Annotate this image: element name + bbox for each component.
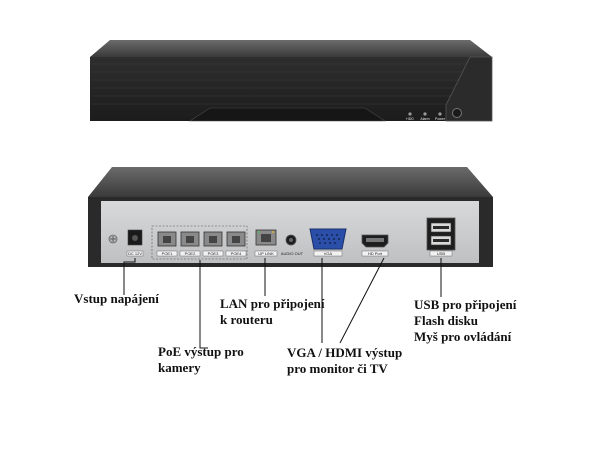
usb-callout-line1: USB pro připojení [414, 297, 517, 312]
poe1-label: POE1 [162, 251, 173, 256]
front-notch [188, 107, 387, 122]
nvr-rear-view: DC 12V POE1 POE2 POE3 POE4 UP LINK AU [88, 167, 493, 267]
poe-ports [157, 231, 246, 247]
front-top-surface [90, 40, 492, 57]
front-texture [92, 63, 470, 105]
poe-callout: PoE výstup pro kamery [158, 344, 244, 376]
poe3-label: POE3 [208, 251, 219, 256]
video-output-callout: VGA / HDMI výstup pro monitor či TV [287, 345, 402, 377]
audio-out-label: AUDIO OUT [281, 251, 304, 256]
poe-port-group [151, 225, 248, 260]
poe2-label: POE2 [185, 251, 196, 256]
usb-label: USB [437, 251, 446, 256]
lan-callout-line1: LAN pro připojení [220, 296, 325, 311]
dc-port-label-box [126, 250, 144, 257]
power-input-callout: Vstup napájení [74, 291, 159, 306]
video-callout-line1: VGA / HDMI výstup [287, 345, 403, 360]
rear-top-surface [88, 167, 493, 197]
alarm-indicator-label: Alarm [420, 117, 429, 121]
vga-port-icon [309, 228, 347, 250]
vga-label: VGA [324, 251, 333, 256]
uplink-label: UP LINK [258, 251, 274, 256]
hdd-led-icon [408, 112, 412, 116]
poe4-label: POE4 [231, 251, 242, 256]
poe-callout-line1: PoE výstup pro [158, 344, 244, 359]
usb-callout-line3: Myš pro ovládání [414, 329, 512, 344]
front-bezel-cut [445, 56, 493, 122]
ir-sensor-icon [452, 108, 462, 118]
power-callout-line [123, 258, 136, 295]
poe-callout-line2: kamery [158, 360, 201, 375]
poe-callout-line [199, 260, 208, 349]
alarm-led-icon [423, 112, 427, 116]
power-indicator-label: Power [435, 117, 446, 121]
power-led-icon [438, 112, 442, 116]
hdmi-callout-line [339, 257, 385, 344]
hdmi-label: HD Port [368, 251, 383, 256]
lan-callout-line2: k routeru [220, 312, 273, 327]
video-callout-line2: pro monitor či TV [287, 361, 388, 376]
usb-callout: USB pro připojení Flash disku Myš pro ov… [414, 297, 516, 345]
lan-callout: LAN pro připojení k routeru [220, 296, 325, 328]
hdd-indicator-label: HDD [406, 117, 414, 121]
nvr-front-view: HDD Alarm Power [90, 40, 493, 122]
usb-callout-line2: Flash disku [414, 313, 478, 328]
dc-port-label: DC 12V [128, 251, 142, 256]
callout-lines [123, 257, 442, 349]
